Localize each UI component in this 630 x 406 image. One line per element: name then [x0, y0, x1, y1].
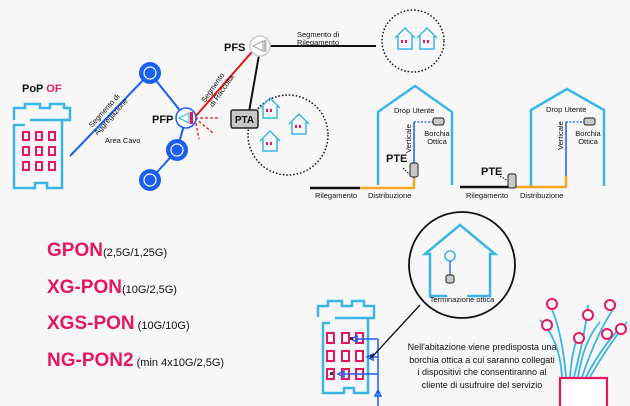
svg-text:PTA: PTA [235, 115, 254, 126]
building-outline-2 [529, 87, 606, 186]
zoom-circle [408, 211, 516, 319]
pon-standard-ngpon2: NG-PON2 (min 4x10G/2,5G) [47, 350, 225, 371]
pfs-splitter-icon [249, 35, 271, 57]
segment-raccolta-label: Segmentodi Raccolta [199, 67, 236, 109]
verticale-label-2: Verticale [556, 121, 565, 150]
pop-windows [22, 131, 56, 171]
area-cavo-label: Area Cavo [105, 136, 140, 145]
distribuzione-label-2: Distribuzione [520, 191, 563, 200]
pte-label-2: PTE [481, 166, 502, 178]
apartment-building-icon [316, 299, 376, 395]
neighbourhood-circle-pta [247, 94, 329, 176]
house-outline-icon [421, 223, 499, 298]
drop-utente-label-1: Drop Utente [394, 106, 434, 115]
terminazione-ottica-icon [445, 274, 455, 284]
verticale-label-1: Verticale [404, 124, 413, 153]
segment-aggregation-label: Segmento diAggregazione [85, 90, 129, 136]
distribuzione-label-1: Distribuzione [368, 191, 411, 200]
node-icons [139, 62, 188, 191]
pfp-label: PFP [152, 114, 173, 126]
aggregation-links [69, 72, 187, 181]
house-icons-top [394, 26, 438, 50]
pfs-label: PFS [224, 42, 245, 54]
pta-box: PTA [230, 109, 259, 129]
terminazione-ottica-label: Terminazione ottica [430, 295, 495, 304]
fiber-bundle-icon [539, 298, 628, 406]
pfp-splitter-icon [175, 107, 197, 129]
pte-box-icon [409, 162, 419, 178]
rilegamento-label-1: Rilegamento [315, 191, 357, 200]
drop-utente-label-2: Drop Utente [546, 105, 586, 114]
pte-box-icon [507, 173, 517, 189]
rilegamento-label-2: Rilegamento [466, 191, 508, 200]
neighbourhood-circle-top [381, 9, 445, 73]
pop-building-icon [12, 102, 72, 190]
building-outline-1 [376, 84, 454, 185]
pon-standard-xgspon: XGS-PON (10G/10G) [47, 313, 190, 334]
pte-label-1: PTE [386, 153, 407, 165]
dashed-drop-lines [194, 117, 220, 140]
borchia-ottica-icon [432, 117, 445, 126]
borchia-ottica-icon [583, 117, 596, 126]
pon-standard-gpon: GPON(2,5G/1,25G) [47, 240, 168, 261]
pon-standard-xgpon: XG-PON(10G/2,5G) [47, 277, 177, 298]
pop-label: PoP OF [22, 83, 62, 95]
house-icons-pta [259, 96, 310, 152]
vertical-riser [336, 334, 383, 406]
installation-note: Nell'abitazione viene predisposta una bo… [407, 342, 557, 390]
